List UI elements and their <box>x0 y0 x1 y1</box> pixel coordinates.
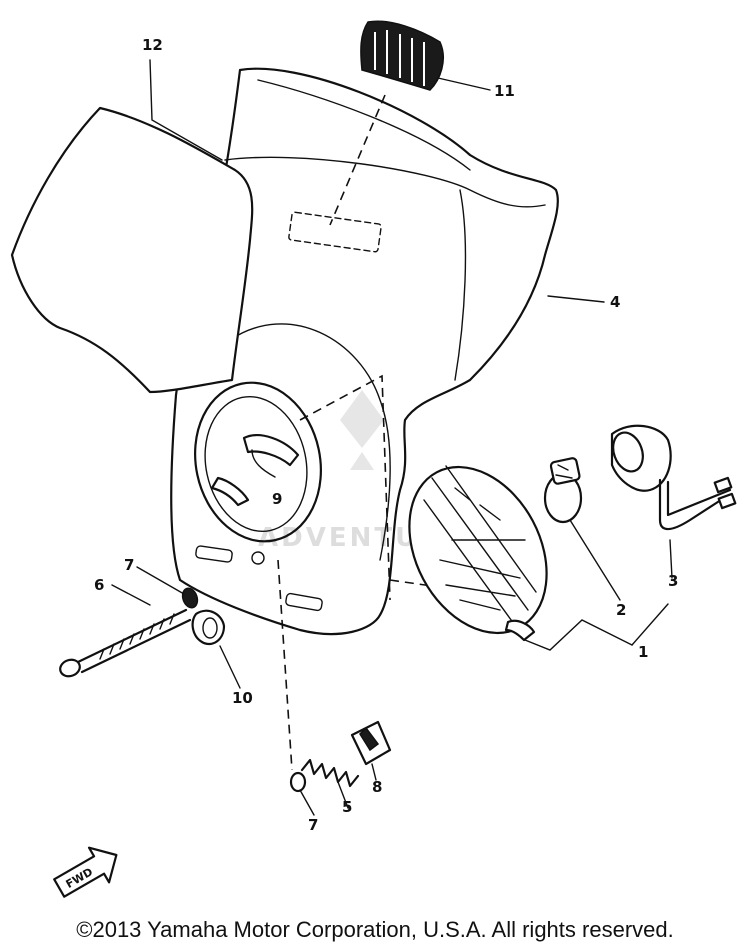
cover-clip-part-11 <box>329 20 444 226</box>
label-part-7-lower: 7 <box>308 816 318 834</box>
leader-lines <box>111 59 673 816</box>
label-part-9: 9 <box>272 490 282 508</box>
forward-arrow-icon: FWD <box>53 846 118 898</box>
label-part-3: 3 <box>668 572 678 590</box>
label-part-1: 1 <box>638 643 648 661</box>
label-part-8: 8 <box>372 778 382 796</box>
label-part-4: 4 <box>610 293 620 311</box>
bracket-part-9 <box>210 434 300 507</box>
grommet-part-10 <box>191 609 226 646</box>
label-part-6: 6 <box>94 576 104 594</box>
clip-part-8 <box>350 720 392 766</box>
headlight-lens-part-1 <box>408 465 548 642</box>
bulb-part-2 <box>543 457 583 524</box>
spring-part-5 <box>289 758 360 793</box>
label-part-10: 10 <box>232 689 253 707</box>
bolt-part-6 <box>59 608 192 678</box>
label-part-12: 12 <box>142 36 163 54</box>
watermark-logo <box>340 390 384 470</box>
label-part-7-upper: 7 <box>124 556 134 574</box>
number-plate-part-12 <box>10 106 254 394</box>
part-numbers: 1 2 3 4 5 6 7 7 8 9 10 11 12 <box>94 36 678 834</box>
copyright-notice: ©2013 Yamaha Motor Corporation, U.S.A. A… <box>76 917 674 942</box>
label-part-11: 11 <box>494 82 515 100</box>
label-part-5: 5 <box>342 798 352 816</box>
socket-part-3 <box>610 424 737 531</box>
washer-part-7-upper <box>181 587 199 609</box>
label-part-2: 2 <box>616 601 626 619</box>
